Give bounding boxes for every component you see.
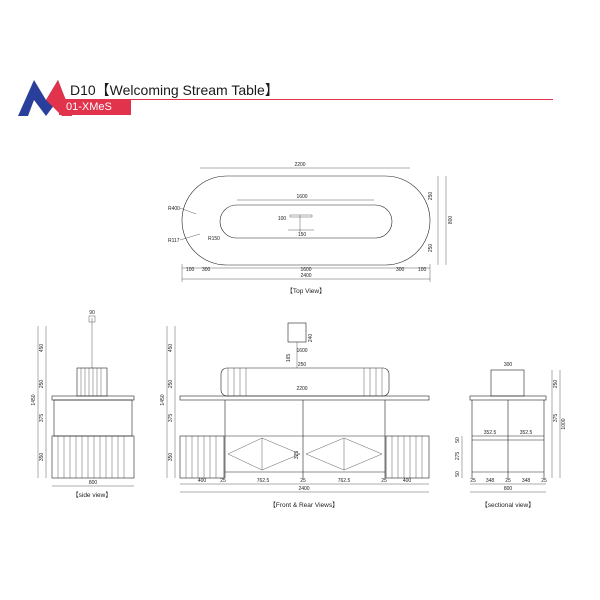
side-dim-250: 250 xyxy=(39,380,45,389)
dim-top-right-100: 100 xyxy=(418,267,427,273)
dim-top-800: 800 xyxy=(448,216,454,225)
top-view-caption: 【Top View】 xyxy=(286,287,325,295)
front-dim-450: 450 xyxy=(168,344,174,353)
sec-dim-50b: 50 xyxy=(455,471,461,477)
sec-dim-348a: 348 xyxy=(486,478,495,484)
front-dim-240: 240 xyxy=(308,334,314,343)
front-dim-1600: 1600 xyxy=(296,348,307,354)
side-flutes-top xyxy=(80,368,102,396)
title-divider xyxy=(59,99,553,100)
dim-top-250a: 250 xyxy=(428,192,434,201)
sec-dim-1000: 1000 xyxy=(561,418,567,429)
front-flutes-top xyxy=(227,368,383,396)
front-dim-350: 350 xyxy=(168,453,174,462)
sec-dim-348b: 348 xyxy=(522,478,531,484)
sec-dim-25a: 25 xyxy=(470,478,476,484)
dim-top-100: 100 xyxy=(278,216,287,222)
sectional-view-caption: 【sectional view】 xyxy=(481,501,534,509)
sec-box xyxy=(490,369,525,397)
model-code-badge: 01-XMeS xyxy=(59,100,131,115)
front-dim-165: 165 xyxy=(286,354,292,363)
dim-top-2400: 2400 xyxy=(300,273,311,279)
front-view: 240 165 250 1600 2200 325 xyxy=(160,322,430,509)
dim-top-left-100: 100 xyxy=(186,267,195,273)
side-dim-1450: 1450 xyxy=(31,394,37,405)
dim-top-right-300: 300 xyxy=(396,267,405,273)
side-view: 90 450 1450 250 375 350 800 【side view】 xyxy=(31,310,135,499)
front-dim-1450: 1450 xyxy=(160,394,166,405)
front-dim-400a: 400 xyxy=(198,478,207,484)
front-dim-375: 375 xyxy=(168,414,174,423)
sec-dim-300: 300 xyxy=(504,362,513,368)
dim-top-1600: 1600 xyxy=(296,194,307,200)
dim-top-2200: 2200 xyxy=(294,162,305,168)
front-flutes-base xyxy=(185,436,423,478)
sec-dim-375: 375 xyxy=(553,414,559,423)
front-dim-h250: 250 xyxy=(168,380,174,389)
sec-dim-352a: 352.5 xyxy=(484,430,497,436)
sec-dim-25c: 25 xyxy=(541,478,547,484)
dim-top-left-300: 300 xyxy=(202,267,211,273)
sec-dim-800: 800 xyxy=(504,486,513,492)
front-dim-25c: 25 xyxy=(381,478,387,484)
front-dim-325: 325 xyxy=(294,451,300,460)
sec-dim-50a: 50 xyxy=(455,437,461,443)
dim-top-150: 150 xyxy=(298,232,307,238)
page-title: D10【Welcoming Stream Table】 xyxy=(70,82,279,98)
front-dim-250: 250 xyxy=(298,362,307,368)
front-view-caption: 【Front & Rear Views】 xyxy=(269,501,338,509)
dim-r400: R400 xyxy=(168,206,180,212)
dim-r150: R150 xyxy=(208,236,220,242)
front-dim-25b: 25 xyxy=(300,478,306,484)
sectional-view: 300 352.5 352.5 250 375 1000 50 275 50 2… xyxy=(455,362,567,509)
side-view-caption: 【side view】 xyxy=(72,491,112,499)
front-screen xyxy=(287,322,307,343)
front-dim-2200: 2200 xyxy=(296,386,307,392)
side-dim-375: 375 xyxy=(39,414,45,423)
front-dim-2400: 2400 xyxy=(298,486,309,492)
side-flutes-base xyxy=(57,436,125,478)
dim-top-center-1600: 1600 xyxy=(300,267,311,273)
top-view: 2200 1600 100 150 R400 R117 R150 250 800… xyxy=(168,162,454,295)
dim-top-250b: 250 xyxy=(428,244,434,253)
table-outline-top xyxy=(181,175,431,266)
dim-r117: R117 xyxy=(168,238,180,244)
side-dim-450: 450 xyxy=(39,344,45,353)
front-dim-762b: 762.5 xyxy=(338,478,351,484)
side-top-tick: 90 xyxy=(89,310,95,316)
front-dim-762a: 762.5 xyxy=(257,478,270,484)
side-dim-800: 800 xyxy=(89,480,98,486)
sec-dim-275: 275 xyxy=(455,452,461,461)
front-dim-400b: 400 xyxy=(403,478,412,484)
sec-dim-352b: 352.5 xyxy=(520,430,533,436)
sec-dim-25b: 25 xyxy=(505,478,511,484)
water-slot-top xyxy=(219,204,393,239)
sec-dim-250: 250 xyxy=(553,380,559,389)
front-dim-25a: 25 xyxy=(220,478,226,484)
header: D10【Welcoming Stream Table】 01-XMeS xyxy=(0,0,600,130)
side-dim-350: 350 xyxy=(39,453,45,462)
